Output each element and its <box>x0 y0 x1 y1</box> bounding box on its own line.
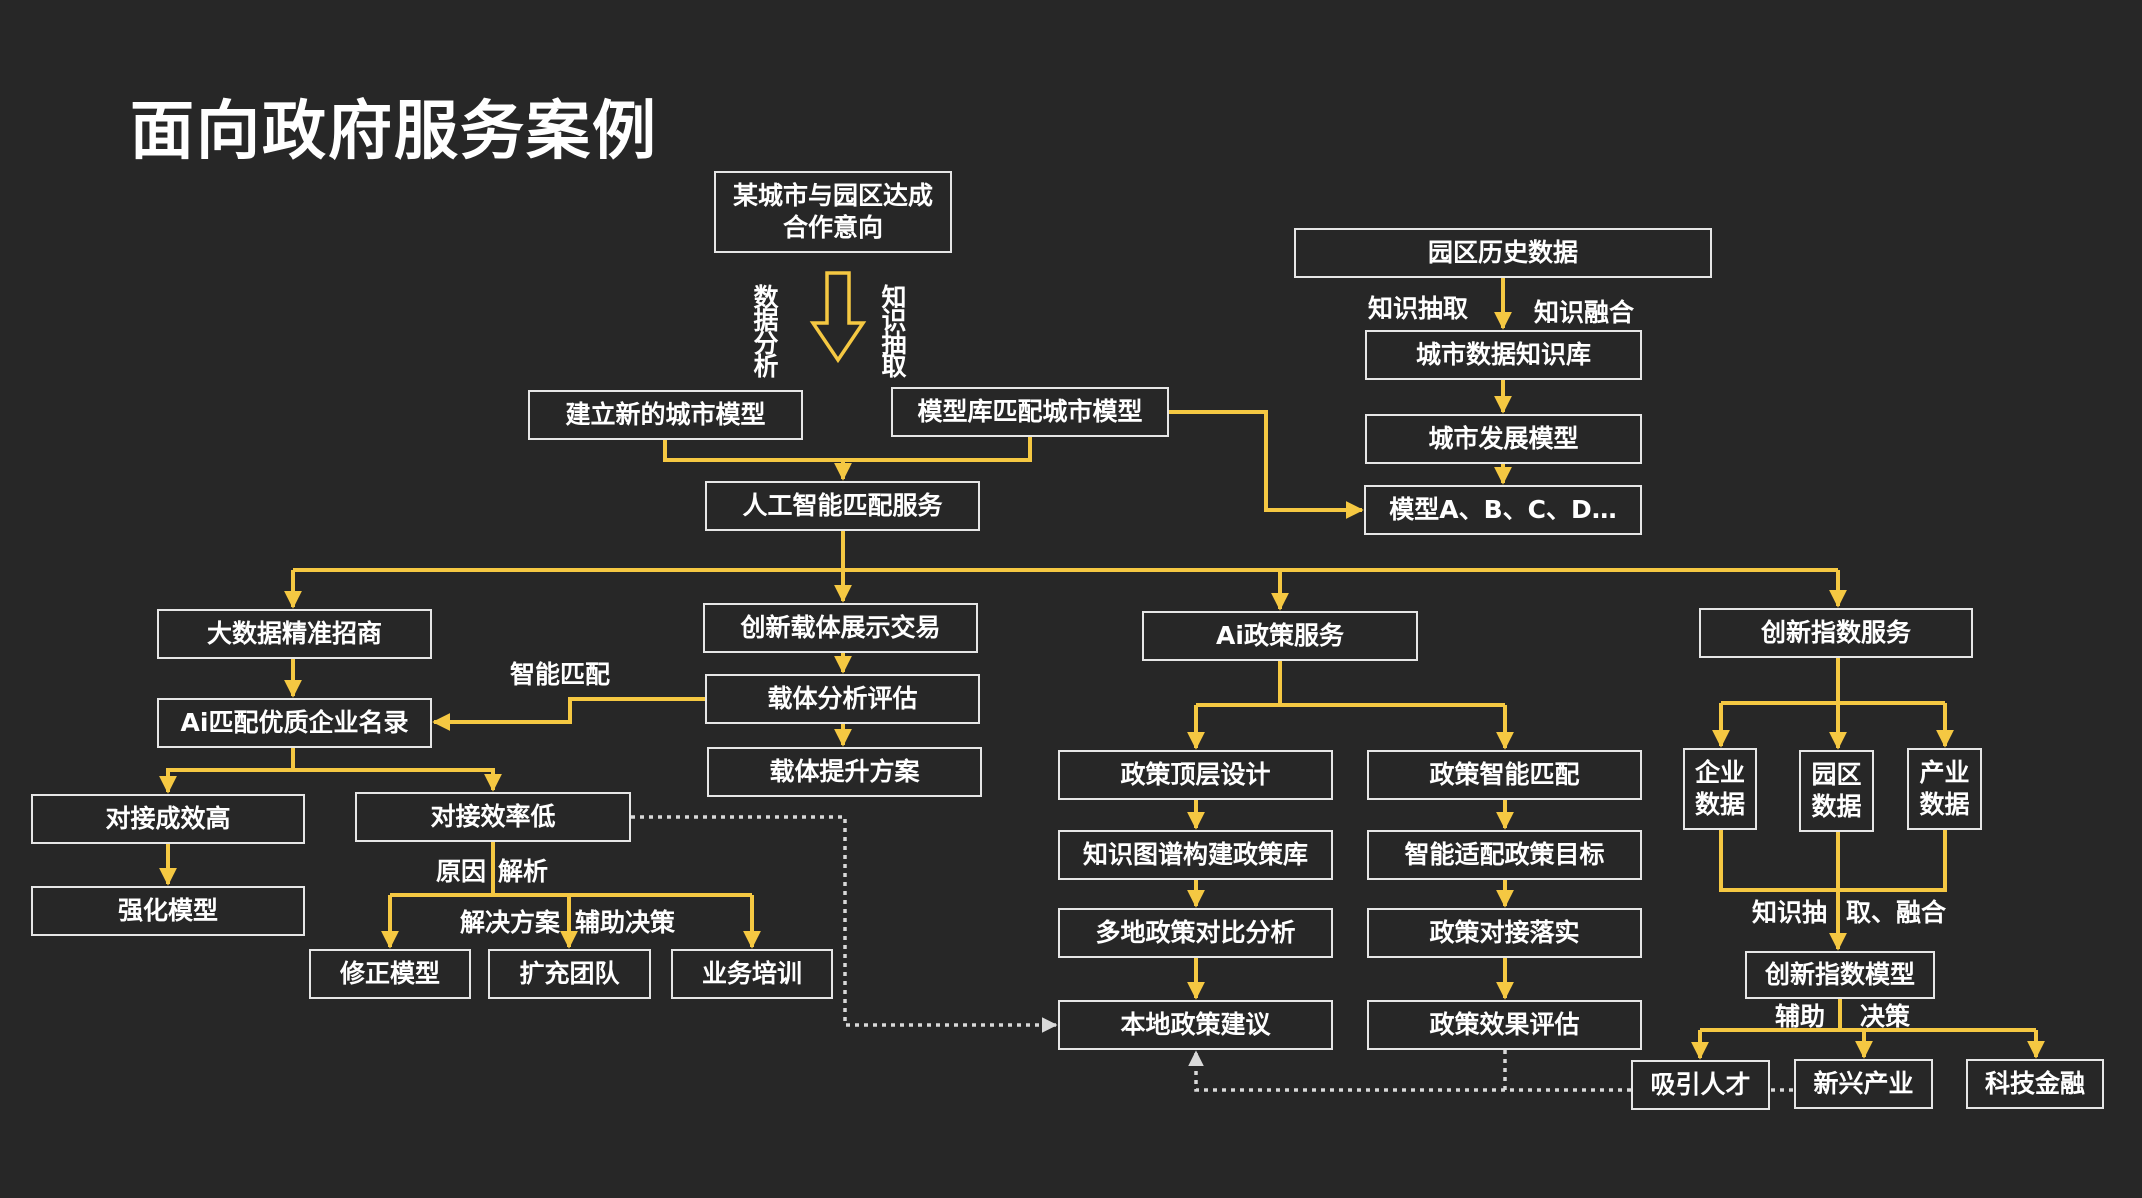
label-knowledge-extract: 知识抽取 <box>1368 294 1469 323</box>
node-expand-team: 扩充团队 <box>488 949 651 999</box>
page-title: 面向政府服务案例 <box>130 95 658 169</box>
dotted-eval-to-local <box>1188 1050 1505 1092</box>
node-high-efficiency: 对接成效高 <box>31 794 305 844</box>
connector-models-merge <box>663 437 1032 462</box>
label-extract-fuse-part2: 取、融合 <box>1846 898 1947 927</box>
label-knowledge-extract-vertical: 知识抽取 <box>878 284 907 376</box>
node-emerging-industry: 新兴产业 <box>1794 1059 1933 1109</box>
node-dev-model: 城市发展模型 <box>1365 414 1642 464</box>
label-reason: 原因 <box>436 857 487 886</box>
dotted-low-to-local <box>631 815 1058 1033</box>
connector-to-low <box>293 768 502 792</box>
connector-smart-match <box>432 697 705 731</box>
node-fintech: 科技金融 <box>1966 1059 2104 1109</box>
label-assist-decision: 辅助决策 <box>575 908 676 937</box>
label-extract-fuse-part1: 知识抽 <box>1752 898 1828 927</box>
connector-data-merge <box>1719 830 1947 892</box>
label-assist: 辅助 <box>1775 1002 1826 1031</box>
node-carrier-eval: 载体分析评估 <box>705 674 980 724</box>
node-multi-compare: 多地政策对比分析 <box>1058 908 1333 958</box>
label-decide: 决策 <box>1860 1002 1911 1031</box>
label-data-analysis: 数据分析 <box>750 284 779 376</box>
node-fix-model: 修正模型 <box>309 949 471 999</box>
connector-lib-to-abcd <box>1169 410 1364 519</box>
node-ai-enterprise-list: Ai匹配优质企业名录 <box>157 698 432 748</box>
node-ai-match: 人工智能匹配服务 <box>705 481 980 531</box>
node-ai-policy: Ai政策服务 <box>1142 611 1418 661</box>
node-smart-target: 智能适配政策目标 <box>1367 830 1642 880</box>
node-city-park: 某城市与园区达成合作意向 <box>714 171 952 253</box>
label-smart-match: 智能匹配 <box>510 660 611 689</box>
node-training: 业务培训 <box>671 949 833 999</box>
node-index-model: 创新指数模型 <box>1745 951 1935 999</box>
node-park-data: 园区数据 <box>1799 750 1874 832</box>
node-policy-land: 政策对接落实 <box>1367 908 1642 958</box>
node-models-abcd: 模型A、B、C、D… <box>1364 485 1642 535</box>
node-bigdata-invest: 大数据精准招商 <box>157 609 432 659</box>
node-enterprise-data: 企业数据 <box>1683 748 1757 830</box>
node-low-efficiency: 对接效率低 <box>355 792 631 842</box>
node-policy-top: 政策顶层设计 <box>1058 750 1333 800</box>
node-talent: 吸引人才 <box>1631 1060 1770 1110</box>
node-carrier-plan: 载体提升方案 <box>707 747 982 797</box>
node-strengthen-model: 强化模型 <box>31 886 305 936</box>
node-lib-match: 模型库匹配城市模型 <box>891 387 1169 437</box>
node-new-model: 建立新的城市模型 <box>528 390 803 440</box>
hollow-down-arrow-icon <box>809 271 867 364</box>
node-policy-match: 政策智能匹配 <box>1367 750 1642 800</box>
node-local-advice: 本地政策建议 <box>1058 1000 1333 1050</box>
node-kg-policy: 知识图谱构建政策库 <box>1058 830 1333 880</box>
connector-to-high <box>159 748 295 794</box>
node-carrier-show: 创新载体展示交易 <box>703 603 978 653</box>
node-index-service: 创新指数服务 <box>1699 608 1973 658</box>
node-park-history: 园区历史数据 <box>1294 228 1712 278</box>
label-knowledge-fusion: 知识融合 <box>1534 298 1635 327</box>
label-analysis: 解析 <box>498 857 549 886</box>
node-knowledge-base: 城市数据知识库 <box>1365 330 1642 380</box>
node-policy-eval: 政策效果评估 <box>1367 1000 1642 1050</box>
label-solution: 解决方案 <box>460 908 561 937</box>
node-industry-data: 产业数据 <box>1907 748 1982 830</box>
